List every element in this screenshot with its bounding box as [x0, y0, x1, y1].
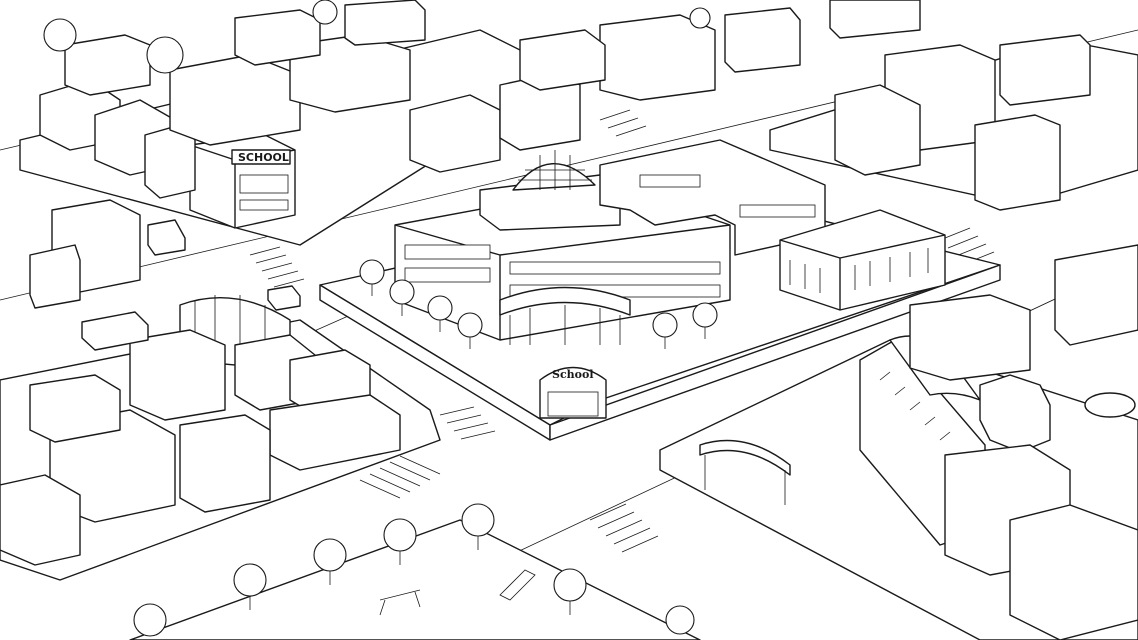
crosswalk-bottom-right: [589, 503, 659, 553]
bus-shelter: [699, 439, 791, 505]
crosswalk-top-left: [249, 246, 305, 288]
park-trees: [133, 503, 695, 637]
u-shaped-building: [599, 139, 826, 256]
central-block: School: [319, 139, 1001, 441]
playground-slide: [499, 569, 536, 601]
swing-set: [379, 589, 421, 616]
bus: [81, 311, 149, 351]
right-wing-building: [779, 209, 946, 311]
main-school-building: [394, 150, 731, 345]
top-left-block: SCHOOL: [19, 9, 581, 246]
glass-dome: [479, 150, 621, 231]
houses-mid-top: [409, 71, 581, 173]
fountain: [1084, 392, 1136, 418]
small-school-sign: SCHOOL: [238, 151, 289, 164]
crosswalk-right: [939, 227, 995, 265]
left-mid-buildings: [29, 199, 186, 309]
office-buildings-top-left: [64, 9, 411, 146]
bottom-park: [129, 503, 701, 640]
rotunda-entrance: [499, 286, 631, 345]
right-side-buildings: [909, 244, 1138, 640]
school-entrance-arch: School: [539, 366, 607, 419]
row-houses-top-left: [39, 79, 196, 199]
main-school-sign: School: [552, 368, 594, 381]
background-trees: [43, 0, 711, 74]
bottom-left-block: [0, 285, 441, 581]
top-right-buildings: [834, 34, 1091, 211]
courtyard-trees: [359, 259, 718, 349]
octagon-pavilion: [979, 374, 1051, 453]
top-center-buildings: [344, 0, 921, 101]
top-right-block: [769, 34, 1138, 211]
crosswalk-bottom: [359, 455, 441, 499]
small-school-building: SCHOOL: [189, 134, 296, 229]
bottom-right-plaza: [659, 244, 1138, 640]
crosswalk-center: [439, 406, 496, 440]
bottom-left-houses: [0, 329, 401, 566]
car: [267, 285, 301, 311]
crosswalk-top: [599, 109, 647, 137]
parked-truck: [147, 219, 186, 256]
